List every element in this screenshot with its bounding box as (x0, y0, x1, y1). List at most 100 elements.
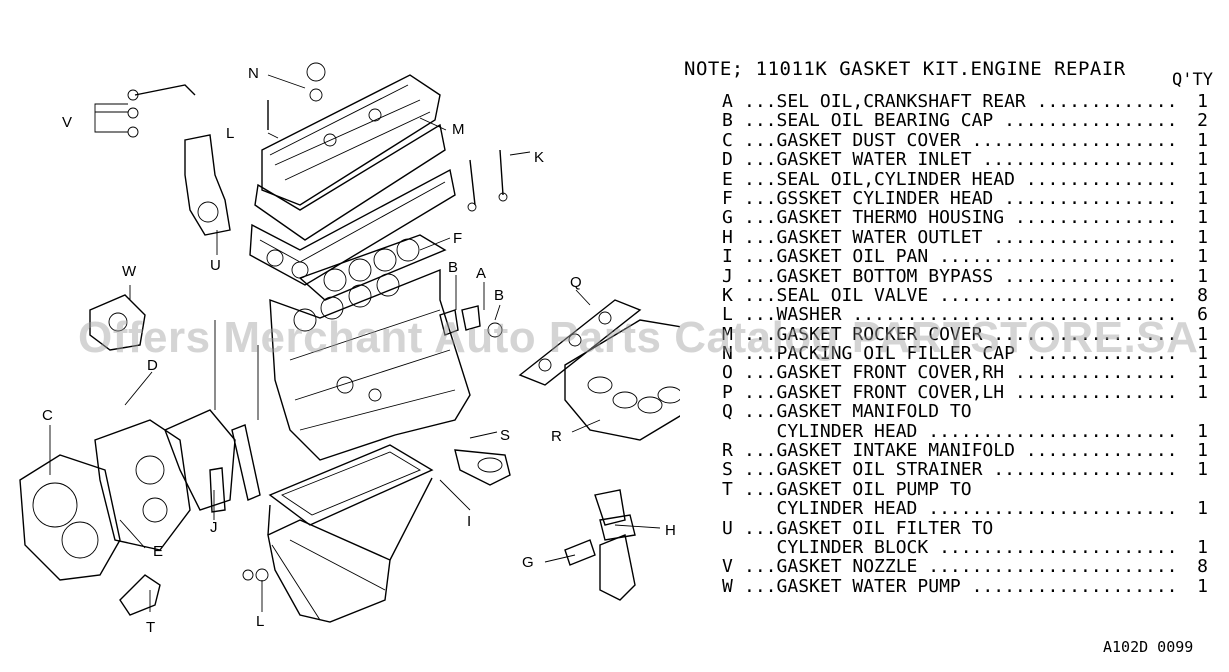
part-letter: E (722, 168, 733, 190)
fill-dots: ...................................... (928, 557, 1174, 577)
parts-list-row: A...SEL OIL,CRANKSHAFT REAR ............… (722, 91, 1212, 112)
front-cover-illustration (19, 409, 236, 581)
part-name: SEAL OIL,CYLINDER HEAD (776, 169, 1015, 189)
part-letter: T (722, 478, 733, 500)
part-quantity: 1 (1197, 440, 1208, 462)
part-name: GASKET THERMO HOUSING (776, 208, 1005, 228)
lead-dots (744, 422, 777, 441)
lead-dots: ... (744, 344, 777, 364)
part-letter: S (722, 459, 733, 481)
callout-j: J (210, 519, 218, 536)
lead-dots: ... (744, 576, 777, 597)
lead-dots: ... (744, 266, 777, 286)
callout-t: T (146, 619, 155, 636)
part-quantity: 1 (1197, 536, 1208, 558)
qty-column-header: Q'TY (1172, 70, 1213, 90)
parts-list: A...SEL OIL,CRANKSHAFT REAR ............… (722, 91, 1212, 597)
part-letter: P (722, 381, 733, 403)
fill-dots: ...................................... (993, 324, 1174, 345)
fill-dots: ...................................... (1004, 188, 1174, 209)
parts-list-row: F...GSSKET CYLINDER HEAD ...............… (722, 187, 1212, 209)
part-description: ...GASKET WATER INLET ..................… (744, 150, 1174, 169)
parts-list-row: CYLINDER BLOCK .........................… (722, 536, 1212, 558)
oil-pan-illustration (267, 477, 433, 623)
fill-dots: ...................................... (1004, 111, 1174, 131)
part-letter: Q (722, 401, 733, 423)
fill-dots: ...................................... (1025, 441, 1174, 461)
lead-dots: ... (744, 130, 777, 151)
part-letter: M (722, 323, 733, 345)
part-quantity: 1 (1197, 187, 1208, 209)
part-name: SEAL OIL BEARING CAP (776, 111, 994, 131)
callout-c: C (42, 407, 53, 424)
engine-block-illustration (269, 268, 471, 461)
part-letter: N (722, 343, 733, 365)
callout-i: I (467, 513, 471, 530)
lead-dots: ... (744, 402, 777, 422)
lead-dots: ... (744, 92, 777, 112)
fill-dots: ...................................... (1025, 344, 1174, 364)
part-quantity: 1 (1197, 381, 1208, 403)
part-name: GASKET WATER PUMP (776, 576, 961, 597)
part-name: WASHER (776, 305, 842, 325)
oil-strainer-illustration (454, 449, 511, 486)
callout-h: H (665, 522, 676, 539)
part-letter: K (722, 284, 733, 306)
part-name: GASKET OIL PAN (776, 247, 929, 267)
lead-dots: ... (744, 285, 777, 306)
lead-dots (744, 499, 777, 518)
part-description: ...GASKET FRONT COVER,RH ...............… (744, 363, 1174, 382)
part-quantity: 1 (1197, 343, 1208, 365)
part-letter: A (722, 91, 733, 112)
fill-dots: ...................................... (1014, 208, 1174, 228)
part-description: ...SEAL OIL,CYLINDER HEAD ..............… (744, 170, 1174, 189)
part-name: GASKET OIL FILTER TO (776, 518, 994, 538)
part-name: GASKET INTAKE MANIFOLD (776, 441, 1015, 461)
fill-dots: ...................................... (993, 460, 1174, 480)
watermark: Offers Merchant Auto Parts Catalog PARTS… (78, 313, 1199, 362)
oil-filter-bracket-illustration (184, 134, 231, 236)
fill-dots: ...................................... (971, 576, 1174, 597)
lead-dots: ... (744, 557, 777, 577)
lead-dots: ... (744, 479, 777, 500)
lead-dots (744, 538, 777, 557)
part-name: CYLINDER HEAD (776, 499, 918, 519)
part-description: ...WASHER ..............................… (744, 305, 1174, 324)
parts-list-row: L...WASHER .............................… (722, 305, 1212, 325)
part-letter: C (722, 129, 733, 151)
part-quantity: 1 (1197, 207, 1208, 229)
rocker-cover-illustration (254, 74, 446, 241)
parts-list-row: M ...GASKET ROCKER COVER ................… (722, 323, 1212, 345)
part-description: ...GASKET WATER OUTLET .................… (744, 228, 1174, 247)
fill-dots: ...................................... (1004, 266, 1174, 286)
callout-n: N (248, 65, 259, 82)
part-description: ...GASKET WATER PUMP ...................… (744, 577, 1174, 596)
callout-d: D (147, 357, 158, 374)
callout-l-top: L (226, 125, 234, 142)
part-quantity: 1 (1197, 168, 1208, 190)
part-description: ...GASKET OIL PAN ......................… (744, 247, 1174, 266)
callout-k: K (534, 149, 544, 166)
part-description: ...GASKET ROCKER COVER .................… (744, 325, 1174, 344)
fill-dots: ...................................... (852, 305, 1174, 325)
parts-list-row: G...GASKET THERMO HOUSING ..............… (722, 207, 1212, 229)
lead-dots: ... (744, 518, 777, 538)
lead-dots: ... (744, 305, 777, 325)
part-description: ...GASKET NOZZLE .......................… (744, 557, 1174, 576)
part-description: ...GASKET INTAKE MANIFOLD ..............… (744, 441, 1174, 460)
lead-dots: ... (744, 188, 777, 209)
fill-dots: ...................................... (939, 285, 1174, 306)
part-quantity: 8 (1197, 284, 1208, 306)
oil-pump-illustration (119, 574, 161, 616)
part-letter: J (722, 265, 733, 287)
manifold-gasket-illustration (518, 299, 642, 386)
parts-list-row: N ...PACKING OIL FILLER CAP .............… (722, 343, 1212, 365)
note-title: NOTE; 11011K GASKET KIT.ENGINE REPAIR (684, 58, 1126, 80)
part-description: ...PACKING OIL FILLER CAP ..............… (744, 344, 1174, 363)
part-name: CYLINDER BLOCK (776, 537, 929, 558)
callout-r: R (551, 428, 562, 445)
lead-dots: ... (744, 382, 777, 403)
fill-dots: ...................................... (1036, 92, 1174, 112)
callout-f: F (453, 230, 462, 247)
part-description: ...GASKET THERMO HOUSING ...............… (744, 208, 1174, 227)
